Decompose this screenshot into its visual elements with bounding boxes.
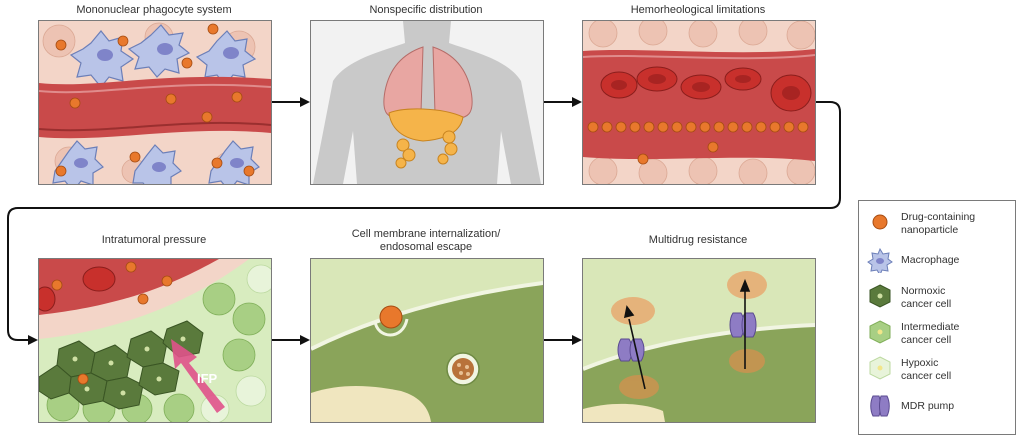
panel-internalization	[310, 258, 544, 423]
endosome	[446, 352, 480, 386]
panel-title-distribution: Nonspecific distribution	[369, 4, 483, 16]
nanoparticle-icon	[872, 214, 888, 230]
legend-label: Macrophage	[901, 254, 960, 266]
legend-label: MDR pump	[901, 400, 955, 412]
panel-intratumoral: IFP	[38, 258, 272, 423]
ifp-arrow	[171, 339, 225, 413]
mdr-pump-icon	[870, 395, 890, 417]
panel-mps	[38, 20, 272, 185]
legend-label: Drug-containing	[901, 211, 976, 223]
internalized-nanoparticle	[373, 305, 409, 337]
legend-label: cancer cell	[901, 369, 952, 382]
panel-title-mps: Mononuclear phagocyte system	[76, 4, 232, 16]
legend-item-macrophage: Macrophage	[867, 245, 1013, 281]
panel-title-mdr: Multidrug resistance	[648, 234, 748, 246]
legend-label: Normoxic	[901, 285, 946, 297]
red-blood-cells	[39, 266, 116, 312]
panel-mdr	[582, 258, 816, 423]
panel-title-hemorheological: Hemorheological limitations	[630, 4, 766, 16]
legend-label: cancer cell	[901, 297, 952, 310]
legend-label: nanoparticle	[901, 223, 959, 236]
ifp-label: IFP	[197, 371, 218, 386]
intermediate-cell-icon	[869, 320, 891, 344]
hypoxic-cell-icon	[869, 356, 891, 380]
legend-label: Intermediate	[901, 321, 960, 333]
macrophage-icon	[867, 247, 893, 273]
legend-label: Hypoxic	[901, 357, 939, 369]
normoxic-cell-icon	[869, 284, 891, 308]
liver	[388, 108, 464, 169]
panel-title-internalization-2: endosomal escape	[379, 241, 473, 253]
panel-title-internalization-1: Cell membrane internalization/	[351, 228, 501, 240]
panel-hemorheological	[582, 20, 816, 185]
panel-title-intratumoral: Intratumoral pressure	[101, 234, 207, 246]
legend-label: cancer cell	[901, 333, 952, 346]
legend-item-mdr-pump: MDR pump	[867, 391, 1013, 427]
panel-distribution	[310, 20, 544, 185]
